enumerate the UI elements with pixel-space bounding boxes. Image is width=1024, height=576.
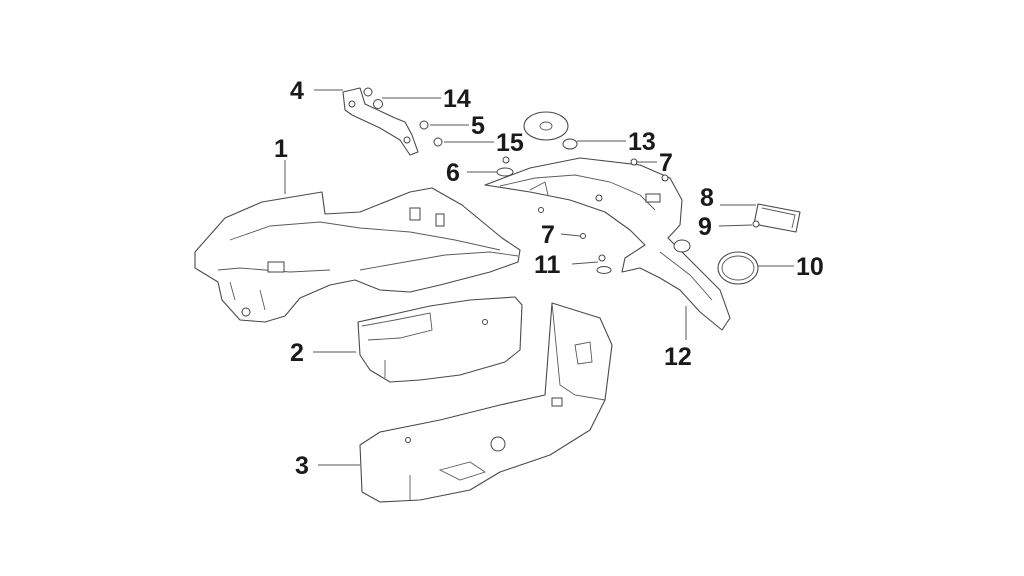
hardware-14 xyxy=(363,87,383,109)
part-8-reflector xyxy=(753,203,801,233)
hardware-7-upper xyxy=(630,158,669,182)
hardware-9 xyxy=(752,220,760,228)
callout-4: 4 xyxy=(290,77,304,105)
leader-lines xyxy=(284,89,794,466)
callout-14: 14 xyxy=(443,85,471,113)
callout-1: 1 xyxy=(274,135,288,163)
hardware-7-lower xyxy=(538,207,586,239)
callout-9: 9 xyxy=(698,213,712,241)
hardware-11 xyxy=(596,254,612,274)
hardware-15 xyxy=(433,137,443,147)
part-1-tray xyxy=(194,187,521,323)
callout-7-lower: 7 xyxy=(541,221,555,249)
callout-13: 13 xyxy=(628,128,656,156)
callout-12: 12 xyxy=(664,343,692,371)
part-2-panel xyxy=(357,296,523,383)
callout-15: 15 xyxy=(496,129,524,157)
part-10-lens xyxy=(717,251,759,285)
part-13-disc xyxy=(523,111,578,150)
callout-6: 6 xyxy=(446,159,460,187)
callout-8: 8 xyxy=(700,184,714,212)
part-4-bracket xyxy=(342,87,419,156)
callout-10: 10 xyxy=(796,253,824,281)
callout-5: 5 xyxy=(471,112,485,140)
callout-3: 3 xyxy=(295,452,309,480)
callout-7-upper: 7 xyxy=(659,149,673,177)
part-3-shield xyxy=(359,302,613,503)
callout-11: 11 xyxy=(534,251,561,279)
hardware-6 xyxy=(496,156,514,177)
hardware-5 xyxy=(419,120,429,130)
callout-2: 2 xyxy=(290,339,304,367)
